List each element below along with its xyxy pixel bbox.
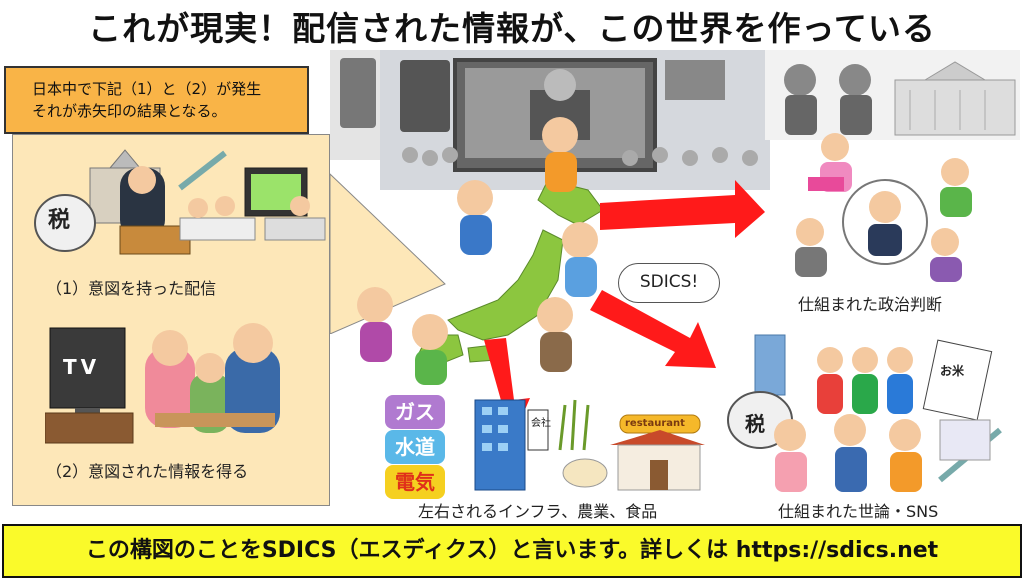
label-politics: 仕組まれた政治判断 xyxy=(798,295,943,314)
restaurant-sign: restaurant xyxy=(625,418,685,429)
arrow-to-opinion xyxy=(590,290,716,368)
company-sign: 会社 xyxy=(531,418,551,429)
tax-bag-icon xyxy=(34,194,96,252)
opinion-illustration xyxy=(727,334,1002,492)
label-receive-info: （2）意図された情報を得る xyxy=(46,462,249,481)
elite-scene xyxy=(765,50,1020,140)
sdics-speech-bubble: SDICS! xyxy=(618,263,720,303)
arrow-to-politics xyxy=(600,180,765,238)
family-tv-illustration xyxy=(45,323,280,444)
rice-label: お米 xyxy=(940,364,965,378)
footer-banner: この構図のことをSDICS（エスディクス）と言います。詳しくは https://… xyxy=(2,524,1022,578)
citizens-illustration xyxy=(357,117,598,385)
label-infra: 左右されるインフラ、農業、食品 xyxy=(418,502,658,521)
tv-label: TV xyxy=(63,355,101,379)
label-opinion: 仕組まれた世論・SNS xyxy=(778,502,939,521)
label-intended-broadcast: （1）意図を持った配信 xyxy=(46,279,217,298)
note-line-2: それが赤矢印の結果となる。 xyxy=(32,102,227,120)
syringe-icon xyxy=(178,150,227,191)
gas-icon: ガス xyxy=(385,395,445,429)
electricity-icon: 電気 xyxy=(385,465,445,499)
tv-icon xyxy=(49,327,126,409)
tax-label: 税 xyxy=(48,208,71,233)
note-line-1: 日本中で下記（1）と（2）が発生 xyxy=(32,80,262,98)
industry-illustration xyxy=(474,399,705,491)
water-icon: 水道 xyxy=(385,430,445,464)
note-box: 日本中で下記（1）と（2）が発生 それが赤矢印の結果となる。 xyxy=(4,66,309,134)
tax-label-2: 税 xyxy=(745,412,765,436)
broadcast-illustration xyxy=(34,149,326,255)
page-title: これが現実！配信された情報が、この世界を作っている xyxy=(88,9,936,48)
politics-illustration xyxy=(795,133,972,282)
